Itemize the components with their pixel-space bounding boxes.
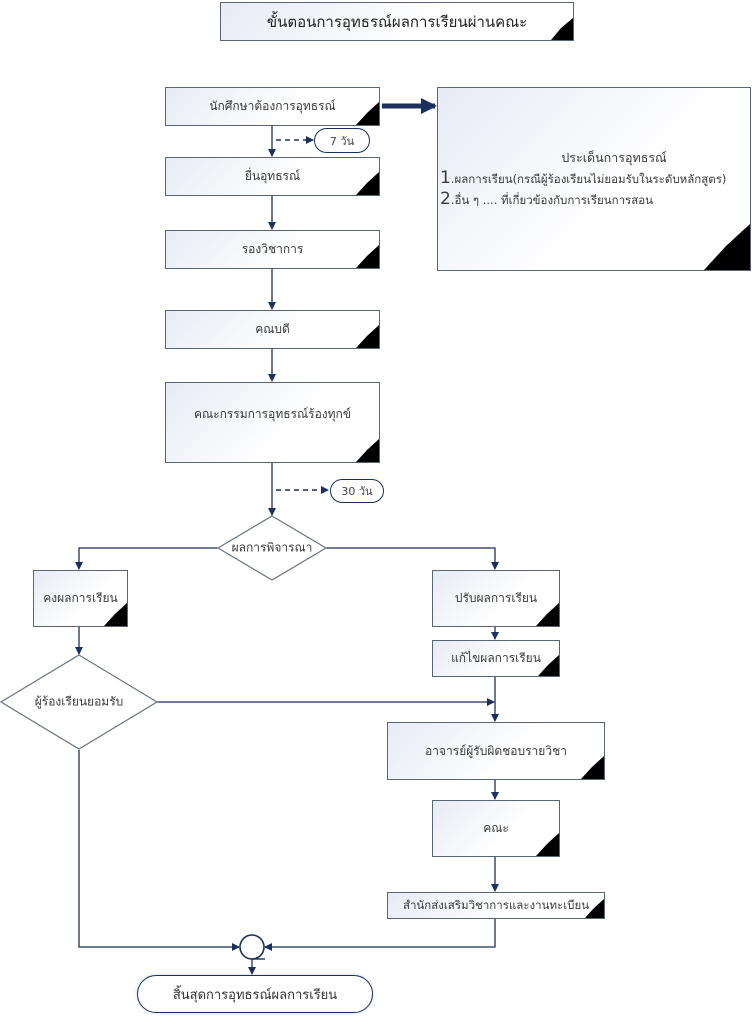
issue-number: 2 — [440, 189, 451, 209]
step-adjust-result[interactable]: ปรับผลการเรียน — [432, 570, 560, 627]
connector-decision-to-keep — [75, 547, 218, 570]
connector-decision-to-adjust — [326, 547, 499, 570]
step-label: อาจารย์ผู้รับผิดชอบรายวิชา — [425, 743, 567, 758]
appeal-issues-heading: ประเด็นการอุทธรณ์ — [561, 150, 667, 165]
step-label: คณบดี — [255, 322, 290, 336]
corner-marker — [356, 439, 379, 462]
appeal-issue-item: 2.อื่น ๆ .... ที่เกี่ยวข้องกับการเรียนกา… — [438, 189, 750, 210]
step-label: แก้ไขผลการเรียน — [451, 651, 541, 665]
corner-marker — [551, 18, 573, 40]
corner-marker — [104, 603, 127, 626]
corner-marker — [536, 603, 559, 626]
corner-marker — [585, 899, 604, 918]
issue-text: .ผลการเรียน(กรณีผู้ร้องเรียนไม่ยอมรับในร… — [450, 172, 727, 186]
corner-marker — [581, 756, 604, 779]
step-label: นักศึกษาต้องการอุทธรณ์ — [209, 99, 336, 113]
step-keep-result[interactable]: คงผลการเรียน — [33, 570, 128, 627]
step-committee[interactable]: คณะกรรมการอุทธรณ์ร้องทุกข์ — [165, 382, 380, 463]
connector-accept-yes-to-merge — [78, 750, 240, 951]
step-instructor[interactable]: อาจารย์ผู้รับผิดชอบรายวิชา — [387, 722, 605, 780]
issue-text: .อื่น ๆ .... ที่เกี่ยวข้องกับการเรียนการ… — [450, 193, 654, 207]
appeal-issues-box: ประเด็นการอุทธรณ์ 1.ผลการเรียน(กรณีผู้ร้… — [437, 87, 751, 271]
step-label: ปรับผลการเรียน — [454, 591, 538, 605]
appeal-issue-item: 1.ผลการเรียน(กรณีผู้ร้องเรียนไม่ยอมรับใน… — [438, 168, 750, 189]
duration-label: 30 วัน — [341, 485, 373, 498]
corner-marker — [356, 245, 379, 268]
step-label: คณะ — [483, 821, 509, 835]
decision-student-accepts-diamond — [0, 654, 159, 750]
step-label: คณะกรรมการอุทธรณ์ร้องทุกข์ — [193, 407, 352, 421]
step-registrar[interactable]: สำนักส่งเสริมวิชาการและงานทะเบียน — [387, 892, 605, 919]
step-faculty[interactable]: คณะ — [432, 800, 560, 857]
step-label: สำนักส่งเสริมวิชาการและงานทะเบียน — [402, 897, 590, 912]
corner-marker — [356, 325, 379, 348]
step-submit-appeal[interactable]: ยื่นอุทธรณ์ — [165, 157, 380, 196]
chart-title: ขั้นตอนการอุทธรณ์ผลการเรียนผ่านคณะ — [266, 12, 528, 31]
step-vice-dean[interactable]: รองวิชาการ — [165, 230, 380, 269]
step-dean[interactable]: คณบดี — [165, 310, 380, 349]
corner-marker — [536, 833, 559, 856]
chart-title-box: ขั้นตอนการอุทธรณ์ผลการเรียนผ่านคณะ — [220, 2, 574, 41]
corner-marker — [704, 224, 750, 270]
duration-label: 7 วัน — [329, 134, 355, 148]
decision-consideration-diamond — [216, 515, 328, 581]
decision-consideration-label: ผลการพิจารณา — [231, 540, 313, 555]
corner-marker — [538, 655, 559, 676]
duration-30-days: 30 วัน — [330, 479, 384, 503]
corner-marker — [356, 102, 379, 125]
end-terminator[interactable]: สิ้นสุดการอุทธรณ์ผลการเรียน — [137, 975, 373, 1013]
duration-7-days: 7 วัน — [314, 128, 370, 153]
issue-number: 1 — [440, 168, 451, 188]
step-student-request[interactable]: นักศึกษาต้องการอุทธรณ์ — [165, 87, 380, 126]
merge-connector-circle — [239, 934, 265, 960]
corner-marker — [356, 172, 379, 195]
step-fix-result[interactable]: แก้ไขผลการเรียน — [432, 640, 560, 677]
step-label: คงผลการเรียน — [43, 591, 118, 605]
step-label: ยื่นอุทธรณ์ — [244, 169, 301, 183]
step-label: รองวิชาการ — [241, 242, 304, 256]
end-label: สิ้นสุดการอุทธรณ์ผลการเรียน — [172, 987, 338, 1003]
connector-registrar-to-merge — [264, 918, 496, 951]
decision-student-accepts-label: ผู้ร้องเรียนยอมรับ — [34, 694, 124, 709]
